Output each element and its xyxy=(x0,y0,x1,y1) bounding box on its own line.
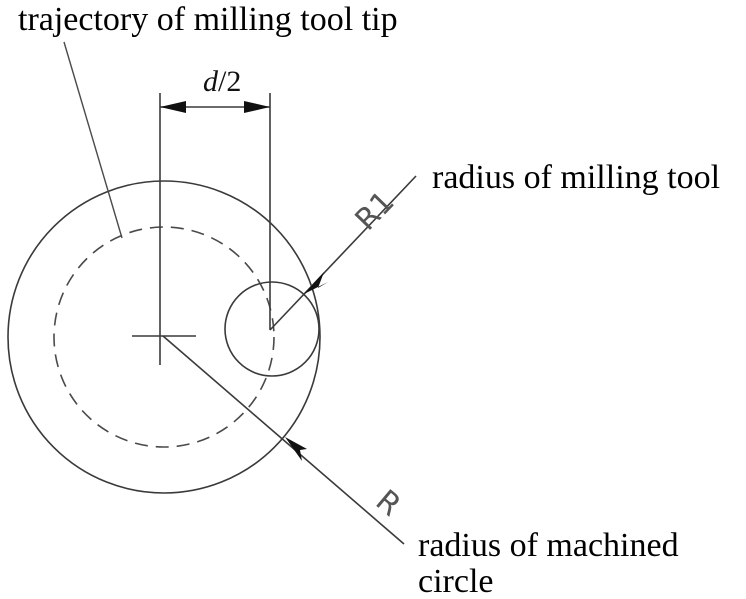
tool-radius-arrow xyxy=(304,272,328,294)
machined-radius-leader xyxy=(162,335,405,545)
machined-circle xyxy=(7,180,321,494)
dimension-arrow-left xyxy=(160,101,186,113)
tool-radius-symbol: R1 xyxy=(349,185,402,238)
tool-radius-label: radius of milling tool xyxy=(432,159,720,196)
half-distance-div: /2 xyxy=(218,65,241,98)
milling-tool-circle xyxy=(224,281,320,377)
tool-radius-leader xyxy=(269,175,417,331)
machined-radius-label-line1: radius of machined xyxy=(418,527,679,564)
trajectory-leader xyxy=(63,41,123,239)
half-distance-label: d/2 xyxy=(203,65,241,98)
machined-radius-symbol: R xyxy=(369,483,407,523)
machined-radius-label-line2: circle xyxy=(418,563,494,599)
half-distance-var: d xyxy=(203,65,219,98)
trajectory-label: trajectory of milling tool tip xyxy=(18,1,398,38)
tool-tip-trajectory xyxy=(53,226,275,448)
machined-radius-arrow xyxy=(285,437,307,461)
dimension-arrow-right xyxy=(244,101,270,113)
